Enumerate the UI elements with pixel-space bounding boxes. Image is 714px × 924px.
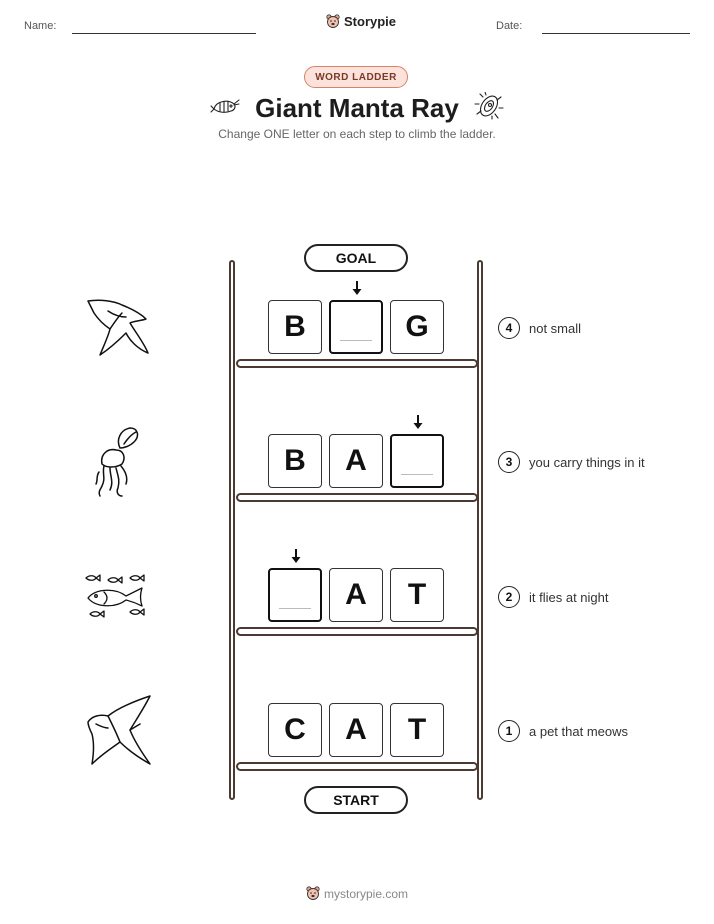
letter-tile: A xyxy=(329,703,383,757)
clue-text: not small xyxy=(529,321,582,336)
instructions: Change ONE letter on each step to climb … xyxy=(218,127,496,141)
ladder-rung xyxy=(236,762,478,771)
worksheet-title: Giant Manta Ray xyxy=(255,93,459,123)
down-arrow-icon xyxy=(413,415,423,429)
ladder-left-rail xyxy=(229,260,235,800)
letter-tile: A xyxy=(329,568,383,622)
start-label: START xyxy=(304,786,408,814)
brand-logo: Storypie xyxy=(326,14,396,29)
step-number: 4 xyxy=(498,317,520,339)
step-number: 3 xyxy=(498,451,520,473)
activity-badge: WORD LADDER xyxy=(304,66,408,88)
fish-school-icon xyxy=(85,574,145,618)
bear-logo-icon xyxy=(326,14,340,28)
jellyfish-icon xyxy=(95,427,139,497)
letter-blank-input[interactable] xyxy=(268,568,322,622)
bear-logo-icon xyxy=(306,886,320,900)
letter-tile: T xyxy=(390,568,444,622)
footer-site[interactable]: mystorypie.com xyxy=(323,886,409,901)
clue-text: you carry things in it xyxy=(529,455,645,470)
name-line[interactable] xyxy=(72,33,256,34)
down-arrow-icon xyxy=(352,281,362,295)
step-number: 1 xyxy=(498,720,520,742)
letter-blank-input[interactable] xyxy=(329,300,383,354)
footer: mystorypie.com xyxy=(0,886,714,901)
brand-name: Storypie xyxy=(344,14,397,29)
shrimp-icon xyxy=(210,99,240,113)
clue-text: it flies at night xyxy=(529,590,609,605)
clue-text: a pet that meows xyxy=(529,724,628,739)
plankton-icon xyxy=(474,92,504,120)
letter-tile: A xyxy=(329,434,383,488)
name-label: Name: xyxy=(24,20,57,32)
date-label: Date: xyxy=(496,20,523,32)
ladder-right-rail xyxy=(477,260,483,800)
goal-label: GOAL xyxy=(304,244,408,272)
letter-tile: B xyxy=(268,300,322,354)
letter-tile: C xyxy=(268,703,322,757)
letter-blank-input[interactable] xyxy=(390,434,444,488)
letter-tile: T xyxy=(390,703,444,757)
letter-tile: G xyxy=(390,300,444,354)
manta-ray-icon xyxy=(87,299,149,356)
step-number: 2 xyxy=(498,586,520,608)
date-line[interactable] xyxy=(542,33,690,34)
ladder-rung xyxy=(236,359,478,368)
ladder-rung xyxy=(236,493,478,502)
letter-tile: B xyxy=(268,434,322,488)
down-arrow-icon xyxy=(291,549,301,563)
ladder-rung xyxy=(236,627,478,636)
stingray-icon xyxy=(87,695,151,765)
